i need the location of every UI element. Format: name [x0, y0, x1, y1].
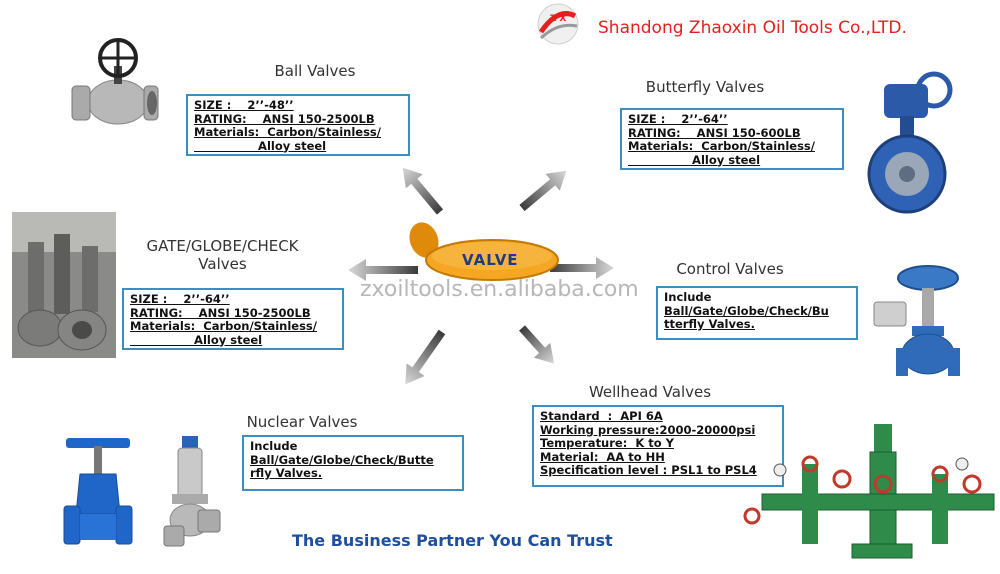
butterfly-valve-photo — [862, 70, 956, 214]
info-line: Materials: Carbon/Stainless/ — [194, 125, 381, 139]
info-line: tterfly Valves. — [664, 317, 755, 331]
info-line: Alloy steel — [628, 152, 761, 167]
info-line: Working pressure:2000-20000psi — [540, 422, 756, 437]
ball-valve-photo — [68, 36, 160, 128]
butterfly-valves-title: Butterfly Valves — [645, 78, 765, 96]
nuclear-gate-valve-photo — [62, 434, 134, 548]
info-line: Temperature: K to Y — [540, 436, 674, 450]
arrow-down-right — [519, 325, 555, 364]
nuclear-valves-info: Include Ball/Gate/Globe/Check/Butte rfly… — [242, 435, 464, 491]
logo-text: Z X — [550, 14, 567, 24]
center-arrows — [330, 150, 630, 410]
arrow-up-right — [519, 170, 567, 212]
gate-title-line1: GATE/GLOBE/CHECK — [146, 237, 299, 255]
info-line: Materials: Carbon/Stainless/ — [130, 319, 317, 333]
info-line: Ball/Gate/Globe/Check/Bu — [664, 303, 829, 318]
info-line: SIZE : 2’’-64’’ — [628, 112, 728, 126]
company-logo: Z X — [533, 2, 583, 46]
nuclear-valves-title: Nuclear Valves — [246, 413, 358, 431]
gate-valve-photo — [12, 212, 116, 358]
wellhead-valves-info: Standard : API 6A Working pressure:2000-… — [532, 405, 784, 487]
info-line: RATING: ANSI 150-2500LB — [130, 305, 311, 320]
control-valves-title: Control Valves — [676, 260, 784, 278]
info-line: Standard : API 6A — [540, 409, 663, 423]
info-line: RATING: ANSI 150-600LB — [628, 125, 801, 140]
company-name: Shandong Zhaoxin Oil Tools Co.,LTD. — [598, 18, 907, 38]
info-line: Ball/Gate/Globe/Check/Butte — [250, 452, 434, 467]
arrow-right — [550, 257, 614, 279]
wellhead-photo — [742, 424, 998, 566]
info-line: Specification level : PSL1 to PSL4 — [540, 463, 757, 477]
butterfly-valves-info: SIZE : 2’’-64’’ RATING: ANSI 150-600LB M… — [620, 108, 844, 170]
gate-globe-check-title: GATE/GLOBE/CHECK Valves — [130, 237, 315, 273]
info-line: Alloy steel — [130, 332, 263, 347]
info-line: SIZE : 2’’-64’’ — [130, 292, 230, 306]
control-valve-photo — [866, 262, 966, 384]
info-line: Include — [250, 439, 298, 453]
info-line: Material: AA to HH — [540, 449, 665, 464]
info-line: RATING: ANSI 150-2500LB — [194, 111, 375, 126]
control-valves-info: Include Ball/Gate/Globe/Check/Bu tterfly… — [656, 286, 858, 340]
arrow-left — [348, 259, 418, 281]
ball-valves-title: Ball Valves — [274, 62, 356, 80]
arrow-up-left — [402, 167, 444, 215]
center-valve-label: VALVE — [462, 251, 519, 269]
info-line: rfly Valves. — [250, 466, 323, 480]
watermark: zxoiltools.en.alibaba.com — [360, 277, 639, 302]
info-line: Include — [664, 290, 712, 304]
gate-valves-info: SIZE : 2’’-64’’ RATING: ANSI 150-2500LB … — [122, 288, 344, 350]
ball-valves-info: SIZE : 2’’-48’’ RATING: ANSI 150-2500LB … — [186, 94, 410, 156]
tagline: The Business Partner You Can Trust — [292, 531, 613, 550]
arrow-down-left — [405, 329, 446, 385]
gate-title-line2: Valves — [198, 255, 247, 273]
info-line: Materials: Carbon/Stainless/ — [628, 139, 815, 153]
info-line: Alloy steel — [194, 138, 327, 153]
wellhead-valves-title: Wellhead Valves — [588, 383, 712, 401]
nuclear-safety-valve-photo — [160, 434, 222, 548]
info-line: SIZE : 2’’-48’’ — [194, 98, 294, 112]
